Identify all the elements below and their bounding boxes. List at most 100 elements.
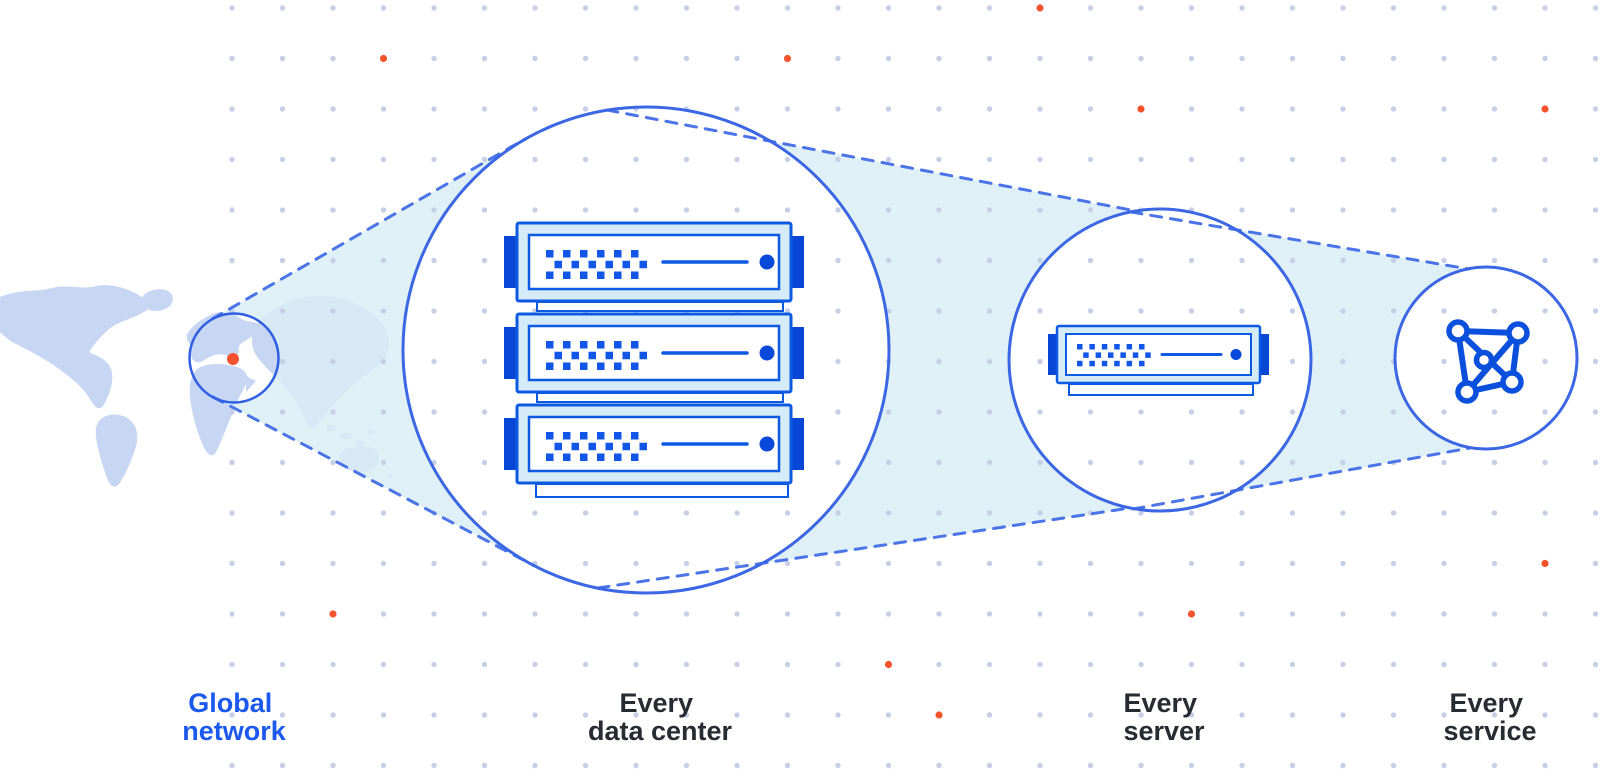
grid-dot [1340, 611, 1346, 617]
grid-dot [1340, 510, 1346, 516]
grid-dot [229, 762, 235, 769]
grid-dot [229, 459, 235, 466]
grid-dot [229, 257, 235, 264]
server-unit-icon [1048, 324, 1269, 396]
grid-dot [835, 762, 841, 769]
grid-dot [1087, 712, 1094, 718]
grid-dot [279, 762, 286, 769]
rack-unit [504, 403, 804, 485]
grid-dot [1491, 106, 1498, 112]
grid-dot [1592, 106, 1599, 112]
grid-dot [885, 560, 892, 567]
grid-dot [1340, 560, 1346, 567]
grid-dot [1592, 510, 1599, 516]
grid-dot [330, 560, 336, 567]
grid-dot-orange [884, 660, 893, 669]
grid-dot [1491, 207, 1498, 213]
grid-dot [1037, 459, 1043, 466]
grid-dot [986, 611, 993, 617]
grid-dot [683, 712, 690, 718]
server-circle [1007, 207, 1313, 513]
grid-dot [1390, 207, 1397, 213]
grid-dot [532, 661, 538, 668]
rack-unit [504, 312, 804, 394]
grid-dot [582, 762, 589, 769]
grid-dot [885, 510, 892, 516]
grid-dot [279, 207, 286, 213]
grid-dot [1188, 560, 1195, 567]
grid-dot [835, 611, 841, 617]
grid-dot [1340, 409, 1346, 415]
status-led [759, 436, 775, 452]
grid-dot-orange [1541, 559, 1549, 568]
grid-dot [481, 308, 488, 314]
grid-dot [1289, 611, 1296, 617]
zoom-cone-map-to-datacenter [212, 139, 533, 565]
grid-dot [229, 207, 235, 213]
grid-dot [1037, 560, 1043, 567]
grid-dot [229, 611, 235, 617]
grid-dot [1390, 762, 1397, 769]
grid-dot [1188, 661, 1195, 668]
grid-dot [936, 55, 942, 62]
grid-dot [431, 762, 437, 769]
grid-dot [1239, 560, 1245, 567]
grid-dot [633, 611, 639, 617]
grid-dot [1087, 611, 1094, 617]
grid-dot [380, 358, 387, 365]
grid-dot [1087, 661, 1094, 668]
grid-dot [1087, 55, 1094, 62]
grid-dot [936, 510, 942, 516]
grid-dot [229, 106, 235, 112]
grid-dot [1491, 712, 1498, 718]
grid-dot [1239, 661, 1245, 668]
grid-dot [633, 5, 639, 11]
grid-dot [885, 409, 892, 415]
grid-dot [683, 207, 690, 213]
grid-dot [481, 459, 488, 466]
grid-dot [481, 712, 488, 718]
grid-dot [835, 308, 841, 314]
grid-dot [1087, 409, 1094, 415]
grid-dot [1188, 156, 1195, 163]
grid-dot [229, 510, 235, 516]
grid-dot-orange [783, 54, 792, 63]
grid-dot [431, 409, 437, 415]
service-circle [1393, 265, 1579, 451]
grid-dot [279, 510, 286, 516]
grid-dot [1340, 156, 1346, 163]
grid-dot [1239, 5, 1245, 11]
grid-dot [1037, 712, 1043, 718]
grid-dot [481, 762, 488, 769]
grid-dot [734, 560, 740, 567]
grid-dot [1087, 106, 1094, 112]
grid-dot [1592, 459, 1599, 466]
grid-dot [431, 207, 437, 213]
grid-dot [229, 156, 235, 163]
grid-dot [1239, 611, 1245, 617]
grid-dot [1441, 207, 1447, 213]
grid-dot-orange [379, 54, 388, 63]
grid-dot [683, 510, 690, 516]
grid-dot [986, 308, 993, 314]
grid-dot [1390, 308, 1397, 314]
grid-dot [380, 560, 387, 567]
vent-pattern [546, 341, 647, 370]
grid-dot [936, 661, 942, 668]
grid-dot [279, 409, 286, 415]
grid-dot [1592, 611, 1599, 617]
grid-dot [1087, 207, 1094, 213]
grid-dot [431, 560, 437, 567]
grid-dot [1592, 5, 1599, 11]
grid-dot [633, 156, 639, 163]
grid-dot [380, 762, 387, 769]
grid-dot [1542, 358, 1548, 365]
grid-dot [835, 55, 841, 62]
grid-dot [1491, 661, 1498, 668]
grid-dot [1289, 156, 1296, 163]
grid-dot [229, 661, 235, 668]
label-global-network: Global network [182, 688, 287, 746]
grid-dot [1340, 308, 1346, 314]
grid-dot [936, 762, 942, 769]
grid-dot [582, 55, 589, 62]
